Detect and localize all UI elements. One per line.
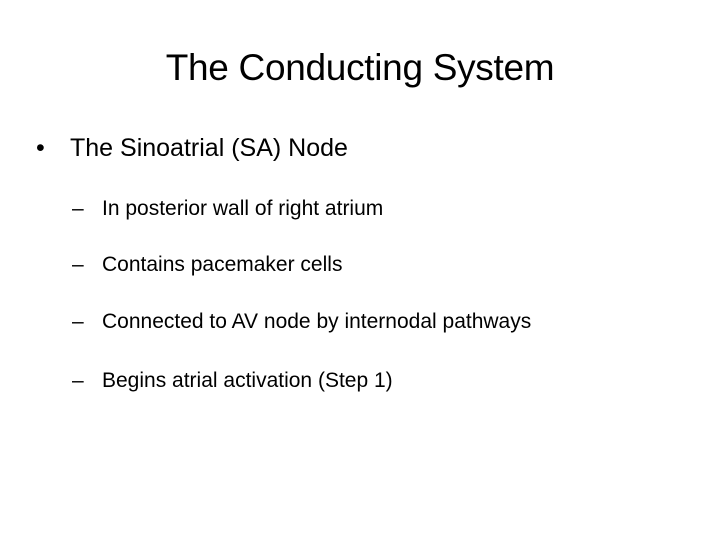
sub-bullet-text: Connected to AV node by internodal pathw… (102, 310, 532, 333)
sub-bullet-item: –Connected to AV node by internodal path… (72, 308, 531, 336)
dash-marker: – (72, 253, 84, 276)
sub-bullet-item: –Begins atrial activation (Step 1) (72, 367, 393, 395)
sub-bullet-item: –In posterior wall of right atrium (72, 195, 383, 223)
dash-marker: – (72, 369, 84, 392)
bullet-text: The Sinoatrial (SA) Node (70, 134, 348, 162)
slide-title: The Conducting System (165, 47, 555, 88)
bullet-item: • The Sinoatrial (SA) Node (36, 131, 348, 165)
dash-marker: – (72, 197, 84, 220)
dash-marker: – (72, 310, 84, 333)
sub-bullet-text: In posterior wall of right atrium (102, 197, 384, 220)
sub-bullet-item: –Contains pacemaker cells (72, 251, 342, 279)
sub-bullet-text: Contains pacemaker cells (102, 253, 343, 276)
sub-bullet-text: Begins atrial activation (Step 1) (102, 369, 393, 392)
bullet-marker: • (36, 134, 45, 162)
